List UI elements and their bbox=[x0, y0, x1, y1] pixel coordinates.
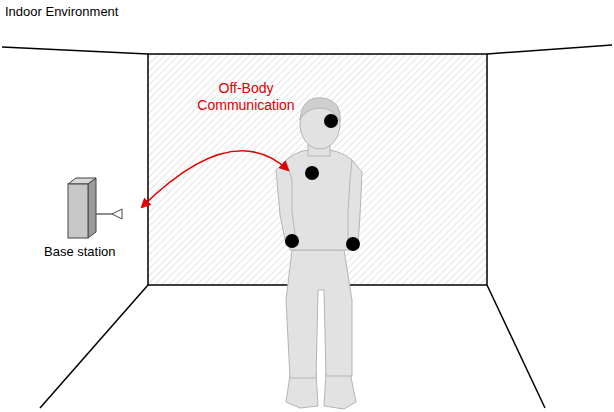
base-station-box bbox=[44, 176, 134, 240]
human-figure bbox=[276, 98, 362, 409]
back-wall bbox=[148, 54, 487, 285]
floor-edge bbox=[487, 285, 545, 408]
sensor-node bbox=[285, 114, 360, 251]
communication-arrow bbox=[142, 151, 288, 207]
floor-edge bbox=[40, 285, 148, 408]
base-station: Base station bbox=[44, 176, 134, 259]
ceiling-edge bbox=[487, 45, 612, 54]
ceiling-edge bbox=[2, 47, 148, 54]
link-label: Off-Body Communication bbox=[176, 80, 316, 114]
node-caption: Base station bbox=[44, 244, 134, 259]
room-title: Indoor Environment bbox=[5, 4, 118, 20]
